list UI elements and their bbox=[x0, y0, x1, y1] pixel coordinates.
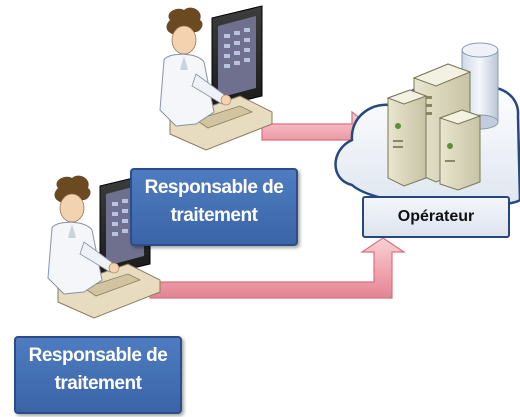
arrow-bottom bbox=[149, 237, 406, 299]
controller-label-line1: Responsable de bbox=[28, 345, 168, 366]
operator-label: Opérateur bbox=[362, 196, 510, 238]
workstation-icon bbox=[169, 5, 273, 151]
person-icon bbox=[47, 175, 120, 295]
controller-label-line2: traitement bbox=[54, 373, 142, 394]
controller-label-line2: traitement bbox=[170, 205, 258, 226]
controller-label-bottom: Responsable de traitement bbox=[14, 336, 182, 414]
controller-label-line1: Responsable de bbox=[144, 177, 284, 198]
controller-label-top: Responsable de traitement bbox=[130, 168, 298, 246]
person-icon bbox=[159, 7, 232, 127]
server-icon bbox=[386, 63, 482, 191]
